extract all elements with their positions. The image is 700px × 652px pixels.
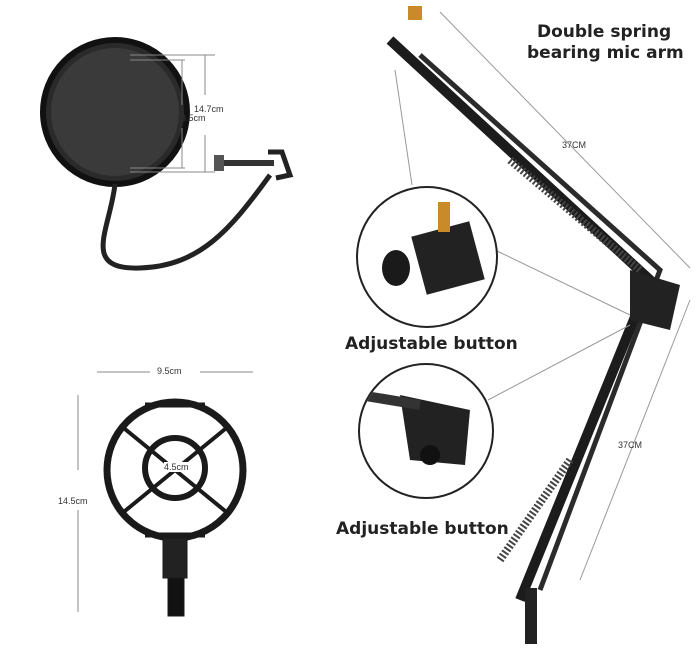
adjustable-button-closeup-1 (356, 186, 498, 328)
closeup-image-1 (382, 202, 485, 295)
pop-filter-outer-diameter: 14.7cm (194, 104, 224, 114)
pop-filter-inner-diameter: 13.5cm (176, 113, 206, 123)
mic-arm (386, 6, 680, 644)
adjustable-button-label-1: Adjustable button (345, 334, 518, 354)
mic-arm-title-line2: bearing mic arm (527, 43, 684, 63)
pop-filter (40, 37, 294, 271)
shock-mount-dimension-lines (77, 371, 253, 612)
shock-mount-inner: 4.5cm (164, 462, 189, 472)
pop-filter-dimension-lines (130, 54, 215, 173)
adjustable-button-label-2: Adjustable button (336, 519, 509, 539)
shock-mount-width: 9.5cm (157, 366, 182, 376)
adjustable-button-closeup-2 (358, 363, 494, 499)
lower-arm-length: 37CM (618, 440, 643, 450)
shock-mount (103, 398, 247, 617)
mic-arm-title-line1: Double spring (537, 22, 672, 42)
mic-arm-dimension-lines (394, 11, 691, 581)
shock-mount-height: 14.5cm (58, 496, 88, 506)
closeup-image-2 (360, 390, 470, 465)
upper-arm-length: 37CM (562, 140, 587, 150)
